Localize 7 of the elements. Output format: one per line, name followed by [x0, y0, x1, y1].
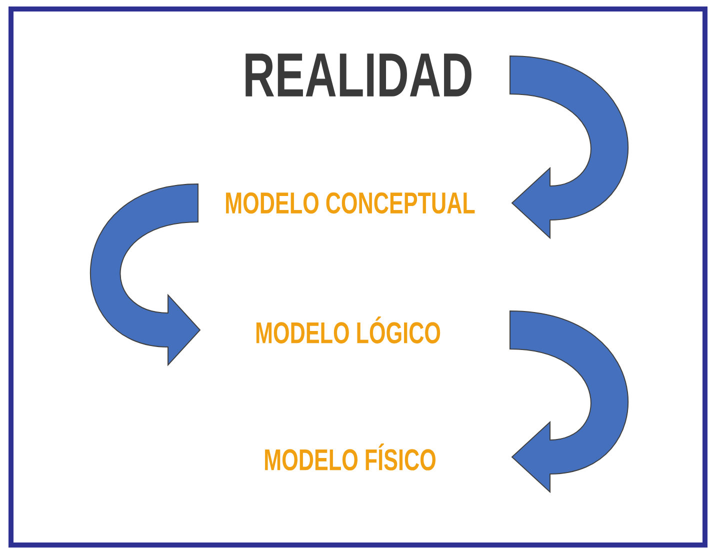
curved-arrow [90, 184, 200, 366]
title-text: MODELO CONCEPTUAL [226, 192, 475, 214]
title-text: MODELO LÓGICO [256, 316, 440, 344]
curved-arrow [510, 310, 628, 492]
title-text: MODELO FÍSICO [265, 444, 436, 470]
title-text: REALIDAD [246, 54, 472, 96]
curved-arrow [510, 56, 628, 238]
